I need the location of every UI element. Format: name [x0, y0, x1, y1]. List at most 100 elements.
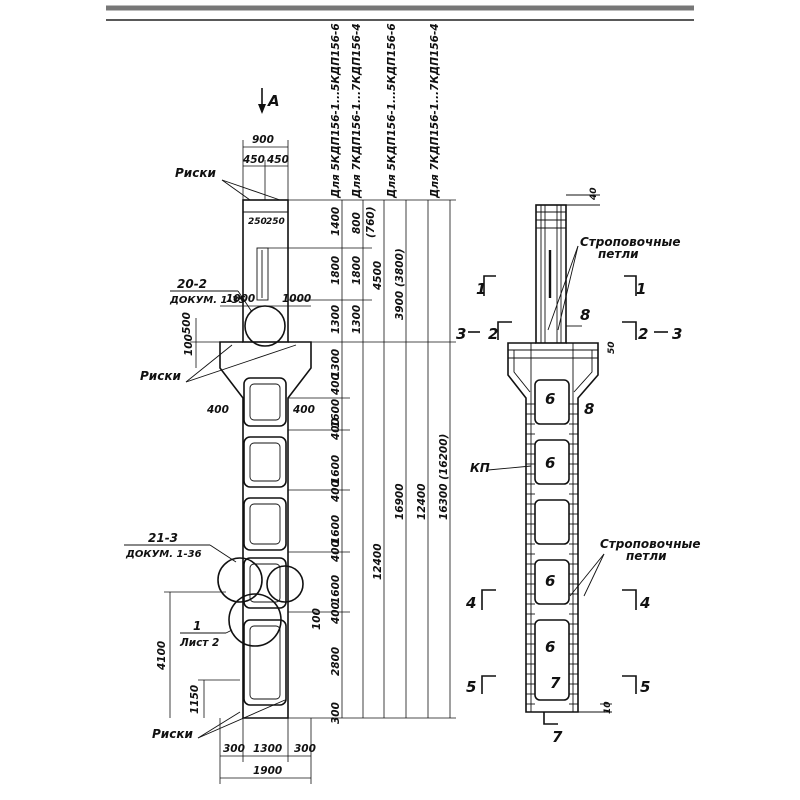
leader-riski-bot-2: [197, 699, 286, 739]
sec-8-mid: 8: [584, 400, 594, 418]
label-lifting-top: Строповочные: [580, 235, 681, 249]
ref-1-sheet: Лист 2: [179, 637, 219, 649]
rebar-opening-3: [534, 499, 570, 545]
dim-1000-left: 1000: [226, 293, 255, 305]
vertical-dimensions: Для 5КДП156-1...5КДП156-6 Для 7КДП156-1.…: [268, 23, 456, 724]
dim-400-left: 400: [206, 404, 229, 416]
leader-riski-bot: [197, 711, 241, 739]
label-riski-top: Риски: [175, 166, 216, 180]
sec-2-left-mark: [497, 321, 512, 340]
ref-20-2: 20-2: [177, 277, 207, 291]
sec-5-right-mark: [622, 675, 637, 694]
label-lifting-top-2: петли: [598, 247, 639, 261]
rebar-console: [507, 342, 599, 713]
v-1600a: 1600: [330, 399, 342, 428]
sec-1-left: 1: [476, 280, 486, 298]
v-400b: 400: [330, 418, 342, 441]
opening-1-inner: [249, 383, 281, 421]
column-head: [242, 199, 289, 343]
leader-riski-mid: [185, 344, 233, 383]
sec-7-a: 7: [550, 674, 561, 692]
rebar-stirrups: [526, 403, 578, 705]
opening-5: [243, 619, 287, 706]
detail-circle-1: [228, 593, 282, 647]
v-1400: 1400: [330, 207, 342, 236]
detail-circle-21-3b: [266, 565, 304, 603]
dim-900: 900: [252, 134, 274, 146]
leader-20-2: [237, 290, 253, 313]
rebar-console-inner-r: [573, 350, 593, 393]
sec-1-left-mark: [483, 275, 496, 296]
v-1600d: 1600: [330, 575, 342, 604]
dim-450a: 450: [242, 154, 265, 166]
detail-circle-20-2: [244, 305, 286, 347]
dim-250b: 250: [266, 217, 285, 227]
v-400a: 400: [330, 373, 342, 396]
sec-1-right: 1: [636, 280, 646, 298]
v-1300a: 1300: [330, 305, 342, 334]
ref-21-3-doc: ДОКУМ. 1-36: [125, 549, 202, 560]
v-4500: 4500: [372, 261, 384, 291]
v-760: (760): [365, 206, 377, 238]
v-16300: 16300 (16200): [438, 434, 450, 520]
v-12400a: 12400: [372, 543, 384, 580]
label-riski-mid: Риски: [140, 369, 181, 383]
leader-kp: [487, 465, 532, 471]
view-arrow-head: [258, 104, 266, 114]
dim-400-right: 400: [292, 404, 315, 416]
detail-circle-21-3a: [217, 557, 263, 603]
opening-2-inner: [249, 442, 281, 482]
leader-lifting-top: [547, 245, 579, 331]
v-16900: 16900: [394, 483, 406, 520]
opening-4-inner: [249, 563, 281, 603]
rebar-console-inner: [513, 350, 531, 393]
dim-1150: 1150: [189, 685, 201, 714]
vtxt-5kdp-b: Для 5КДП156-1...5КДП156-6: [386, 23, 398, 199]
label-riski-bot: Риски: [152, 727, 193, 741]
sec-5-right: 5: [640, 678, 650, 696]
dim-1300-bottom: 1300: [253, 743, 282, 755]
leader-21-3: [209, 544, 237, 563]
v-12400b: 12400: [416, 483, 428, 520]
ref-20-2-doc: ДОКУМ. 1-35: [169, 295, 246, 306]
sec-6-b: 6: [545, 454, 555, 472]
v-1600b: 1600: [330, 455, 342, 484]
sec-7-bottom-mark: [543, 712, 558, 725]
dim-4100: 4100: [156, 641, 168, 671]
sec-5-left-mark: [481, 675, 496, 694]
v-3900: 3900 (3800): [394, 248, 406, 320]
rebar-opening-1: [534, 379, 570, 425]
opening-3-inner: [249, 503, 281, 545]
label-lifting-bot-2: петли: [626, 549, 667, 563]
vtxt-5kdp-a: Для 5КДП156-1...5КДП156-6: [330, 23, 342, 199]
sec-4-left-mark: [481, 589, 496, 610]
label-lifting-bot: Строповочные: [600, 537, 701, 551]
v-400d: 400: [330, 540, 342, 563]
sec-5-left: 5: [466, 678, 476, 696]
rebar-dim-10: 10: [603, 701, 613, 714]
v-2800: 2800: [330, 647, 342, 676]
vtxt-7kdp-a: Для 7КДП156-1...7КДП156-4: [351, 23, 363, 199]
v-1300c: 1300: [330, 349, 342, 378]
sec-8-top: 8: [580, 306, 590, 324]
head-slot: [256, 247, 269, 301]
rebar-head: [535, 204, 567, 344]
label-kp: КП: [470, 461, 490, 475]
rebar-opening-5: [534, 619, 570, 701]
sec-4-right: 4: [639, 594, 650, 612]
sec-6-a: 6: [545, 390, 555, 408]
sec-3-left: 3: [456, 325, 466, 343]
sec-6-c: 6: [545, 572, 555, 590]
opening-5-inner: [249, 625, 281, 700]
rebar-dim-40: 40: [589, 187, 599, 201]
dim-450b: 450: [266, 154, 289, 166]
dim-1000-right: 1000: [282, 293, 311, 305]
opening-4: [243, 557, 287, 609]
ref-21-3: 21-3: [148, 531, 178, 545]
rebar-opening-4: [534, 559, 570, 605]
rebar-opening-2: [534, 439, 570, 485]
ref-1: 1: [193, 619, 201, 633]
leader-riski-top-2: [221, 179, 281, 201]
v-1800b: 1800: [351, 256, 363, 285]
leader-riski-mid-2: [185, 344, 297, 383]
